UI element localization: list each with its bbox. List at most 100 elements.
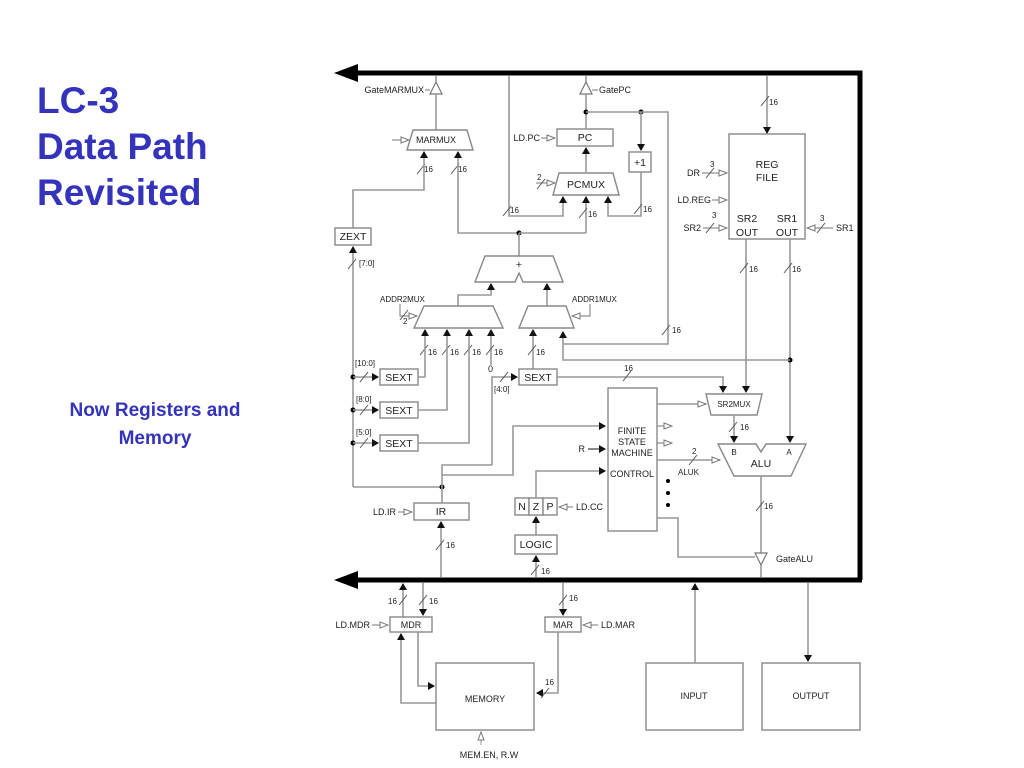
logic-label: LOGIC: [520, 539, 553, 551]
reg-file-label: FILE: [756, 172, 778, 184]
bottom-bus: [334, 571, 862, 589]
width-label: 16: [764, 502, 773, 511]
memory-label: MEMORY: [465, 694, 505, 704]
width-label: 16: [643, 205, 652, 214]
dr-label: DR: [687, 168, 700, 178]
tristate-buffer-icon: [754, 552, 768, 567]
width-label: 16: [740, 423, 749, 432]
width-label: 16: [536, 348, 545, 357]
output-label: OUTPUT: [793, 691, 831, 701]
condition-codes: N Z P LD.CC: [514, 497, 604, 516]
bottom-bus-arrow-icon: [334, 571, 358, 589]
width-label: 16: [428, 348, 437, 357]
sext-label: SEXT: [385, 405, 413, 417]
addr2mux: ADDR2MUX 2: [380, 295, 505, 329]
width-label: 16: [769, 98, 778, 107]
title-line-3: Revisited: [37, 172, 202, 213]
slide-title: LC-3 Data Path Revisited: [37, 78, 208, 216]
mar-register: MAR LD.MAR: [544, 616, 636, 633]
width-label: 16: [424, 165, 433, 174]
pcmux-label: PCMUX: [567, 179, 605, 191]
adder-label: +: [516, 259, 522, 271]
alu-label: ALU: [751, 458, 771, 470]
sext-5-0: [5:0] SEXT: [353, 347, 470, 452]
slide-subtitle: Now Registers and Memory: [69, 400, 241, 449]
ld-cc-label: LD.CC: [576, 502, 604, 512]
top-bus-arrow-icon: [334, 64, 358, 82]
bit-range-label: [8:0]: [356, 395, 372, 404]
width-label: 16: [388, 597, 397, 606]
addr2mux-label: ADDR2MUX: [380, 295, 426, 304]
width-label: 16: [749, 265, 758, 274]
logic-block: LOGIC: [514, 534, 558, 555]
gate-pc: GatePC: [579, 76, 632, 129]
width-label: 16: [672, 326, 681, 335]
bit-range-label: [4:0]: [494, 385, 510, 394]
sr1-label: SR1: [836, 223, 854, 233]
memory: MEMORY MEM.EN, R.W: [435, 662, 535, 760]
width-label: 16: [624, 364, 633, 373]
alu-input-b-label: B: [731, 448, 736, 457]
aluk-label: ALUK: [678, 468, 700, 477]
gate-alu: GateALU: [754, 552, 813, 577]
width-label: 16: [545, 678, 554, 687]
reg-file-label: REG: [756, 159, 779, 171]
width-label: 16: [472, 348, 481, 357]
alu-input-a-label: A: [786, 448, 792, 457]
width-label: 16: [446, 541, 455, 550]
width-label: 16: [450, 348, 459, 357]
mdr-register: MDR LD.MDR: [335, 616, 433, 633]
top-bus: [334, 64, 863, 580]
ld-ir-label: LD.IR: [373, 507, 397, 517]
title-line-1: LC-3: [37, 80, 120, 121]
ir-label: IR: [436, 506, 447, 518]
pc-register: PC LD.PC: [513, 128, 614, 147]
plus-one-incrementer: +1: [628, 151, 652, 173]
bit-range-label: [7:0]: [359, 259, 375, 268]
sext-4-0: [4:0] SEXT 16: [491, 364, 727, 465]
bit-range-label: [10:0]: [355, 359, 375, 368]
tristate-buffer-icon: [429, 80, 443, 95]
tristate-buffer-icon: [579, 80, 593, 95]
width-label: 2: [692, 447, 697, 456]
ld-reg-label: LD.REG: [677, 195, 711, 205]
width-label: 16: [429, 597, 438, 606]
fsm-label: FINITE: [618, 426, 647, 436]
sr2-out-label: SR2: [737, 213, 758, 225]
plus-one-label: +1: [634, 157, 646, 169]
sext-10-0: [10:0] SEXT: [353, 347, 426, 386]
sr2-out-label: OUT: [736, 227, 759, 239]
address-adder: +: [473, 255, 565, 283]
gate-marmux: GateMARMUX: [364, 76, 443, 130]
width-label: 16: [510, 206, 519, 215]
addr1mux: ADDR1MUX: [517, 295, 618, 329]
cc-z-label: Z: [533, 501, 540, 513]
sext-label: SEXT: [385, 372, 413, 384]
addr1mux-label: ADDR1MUX: [572, 295, 618, 304]
gate-pc-label: GatePC: [599, 85, 632, 95]
mar-label: MAR: [553, 620, 574, 630]
pcmux: PCMUX 2: [536, 172, 620, 196]
width-label: 3: [712, 211, 717, 220]
mem-en-rw-label: MEM.EN, R.W: [460, 750, 519, 760]
instruction-register: IR LD.IR: [373, 502, 470, 521]
width-label: 16: [569, 594, 578, 603]
width-label: 16: [458, 165, 467, 174]
width-label: 2: [537, 173, 542, 182]
width-label: 3: [710, 160, 715, 169]
title-line-2: Data Path: [37, 126, 208, 167]
marmux: MARMUX 16 16: [392, 129, 474, 175]
zext-label: ZEXT: [340, 231, 367, 243]
sext-label: SEXT: [385, 438, 413, 450]
cc-n-label: N: [518, 501, 526, 513]
width-label: 16: [541, 567, 550, 576]
gate-marmux-label: GateMARMUX: [364, 85, 424, 95]
mdr-label: MDR: [401, 620, 422, 630]
finite-state-machine: FINITE STATE MACHINE CONTROL R: [579, 387, 673, 532]
width-label: 2: [403, 317, 408, 326]
sext-8-0: [8:0] SEXT: [353, 347, 448, 419]
sr1-out-label: SR1: [777, 213, 798, 225]
register-file: REG FILE SR2 OUT SR1 OUT: [728, 133, 806, 240]
r-label: R: [579, 444, 586, 454]
